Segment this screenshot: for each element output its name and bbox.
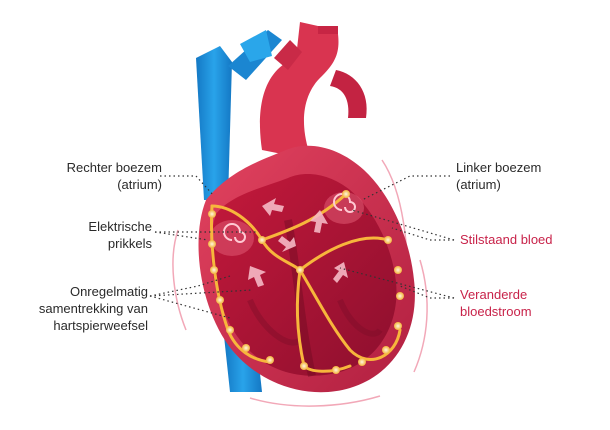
label-right-atrium: Rechter boezem (atrium) — [67, 159, 162, 193]
label-altered-line1: Veranderde — [460, 287, 528, 302]
label-irregular-line3: hartspierweefsel — [53, 318, 148, 333]
label-irregular-contraction: Onregelmatig samentrekking van hartspier… — [39, 283, 148, 334]
impulse-dots — [208, 190, 404, 374]
label-electrical-line1: Elektrische — [88, 219, 152, 234]
label-left-atrium-line2: (atrium) — [456, 177, 501, 192]
label-stagnant-blood: Stilstaand bloed — [460, 231, 553, 248]
aorta — [259, 22, 367, 160]
label-right-atrium-line1: Rechter boezem — [66, 160, 162, 175]
label-stagnant-line1: Stilstaand bloed — [460, 232, 553, 247]
label-left-atrium-line1: Linker boezem — [456, 160, 542, 175]
label-left-atrium: Linker boezem (atrium) — [456, 159, 541, 193]
leader-lines — [149, 175, 455, 319]
label-right-atrium-line2: (atrium) — [117, 177, 162, 192]
label-electrical-line2: prikkels — [107, 236, 152, 251]
label-electrical-impulses: Elektrische prikkels — [88, 218, 152, 252]
flow-arrows — [248, 198, 348, 287]
label-irregular-line1: Onregelmatig — [69, 284, 148, 299]
swirl-icons — [223, 193, 356, 243]
label-altered-line2: bloedstroom — [460, 304, 532, 319]
label-irregular-line2: samentrekking van — [38, 301, 148, 316]
label-altered-bloodflow: Veranderde bloedstroom — [460, 286, 532, 320]
